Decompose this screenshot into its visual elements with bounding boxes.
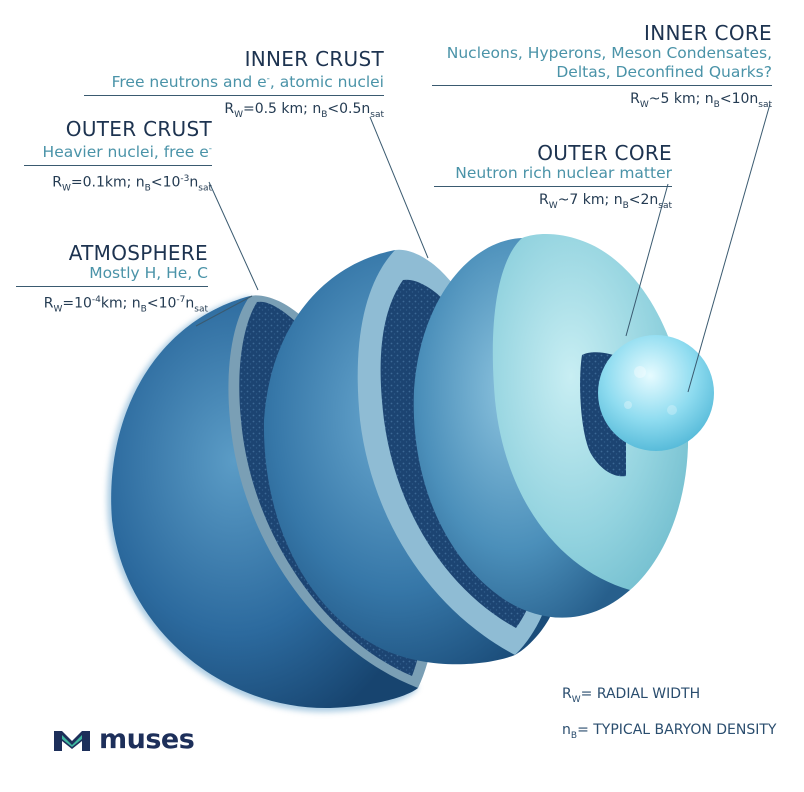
outer-core-rule <box>434 186 672 187</box>
atmosphere-rule <box>16 286 208 287</box>
inner-core-title: INNER CORE <box>644 21 772 45</box>
inner-crust-desc: Free neutrons and e-, atomic nuclei <box>111 73 384 92</box>
atmosphere-params: RW=10-4km; nB<10-7nsat <box>43 295 208 315</box>
muses-logo-icon <box>54 730 90 751</box>
inner-crust-label: INNER CRUST Free neutrons and e-, atomic… <box>84 48 384 124</box>
outer-core-label: OUTER CORE Neutron rich nuclear matter R… <box>434 142 672 215</box>
outer-crust-desc: Heavier nuclei, free e- <box>42 143 212 162</box>
atmosphere-label: ATMOSPHERE Mostly H, He, C RW=10-4km; nB… <box>16 242 208 318</box>
inner-core-params: RW~5 km; nB<10nsat <box>630 91 772 110</box>
muses-logo: muses <box>52 724 195 755</box>
legend-rw: RW= RADIAL WIDTH <box>562 686 701 705</box>
inner-core-sphere <box>598 335 714 451</box>
outer-core-shell <box>413 234 689 618</box>
outer-core-title: OUTER CORE <box>537 141 672 165</box>
inner-crust-title: INNER CRUST <box>244 47 384 71</box>
muses-logo-word: muses <box>99 724 195 755</box>
outer-crust-title: OUTER CRUST <box>65 117 212 141</box>
outer-crust-label: OUTER CRUST Heavier nuclei, free e- RW=0… <box>24 118 212 198</box>
inner-core-label: INNER CORE Nucleons, Hyperons, Meson Con… <box>432 22 772 114</box>
inner-crust-rule <box>84 95 384 97</box>
inner-core-desc-1: Nucleons, Hyperons, Meson Condensates, <box>446 44 772 62</box>
inner-core-desc-2: Deltas, Deconfined Quarks? <box>556 63 772 81</box>
outer-core-params: RW~7 km; nB<2nsat <box>539 192 672 211</box>
inner-core-rule <box>432 85 772 86</box>
outer-crust-params: RW=0.1km; nB<10-3nsat <box>52 174 212 194</box>
atmosphere-desc: Mostly H, He, C <box>89 264 208 282</box>
legend-nb: nB= TYPICAL BARYON DENSITY <box>562 721 777 741</box>
outer-crust-rule <box>24 165 212 167</box>
outer-core-desc: Neutron rich nuclear matter <box>455 164 672 182</box>
inner-crust-params: RW=0.5 km; nB<0.5nsat <box>224 101 384 120</box>
leader-lines <box>195 103 771 393</box>
legend: RW= RADIAL WIDTH nB= TYPICAL BARYON DENS… <box>562 686 776 758</box>
atmosphere-title: ATMOSPHERE <box>68 241 208 265</box>
